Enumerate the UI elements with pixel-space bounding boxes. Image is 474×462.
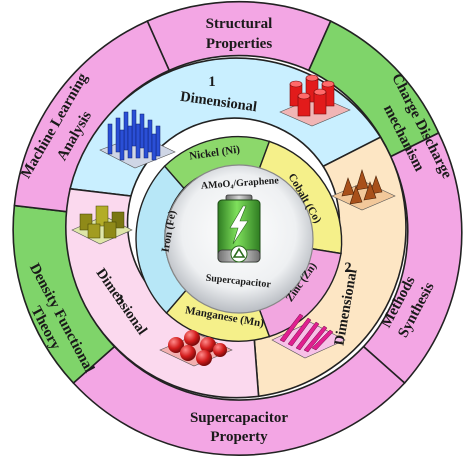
outer-ring xyxy=(12,0,463,457)
label-1d-number: 1 xyxy=(208,74,215,90)
nanowire-array-icon xyxy=(99,109,176,169)
nanosheet-array-icon xyxy=(271,313,346,359)
nanocube-array-icon xyxy=(71,205,133,245)
label-property: Property xyxy=(210,429,268,445)
label-structural: Structural xyxy=(206,16,273,32)
nanoprism-array-icon xyxy=(331,169,396,211)
recycle-icon xyxy=(230,245,248,263)
nanotube-array-icon xyxy=(279,74,351,127)
label-supercapacitor-property: Supercapacitor xyxy=(190,410,288,426)
label-properties: Properties xyxy=(206,36,273,52)
nanosphere-array-icon xyxy=(159,330,233,367)
label-3d-number: 3 xyxy=(116,292,123,308)
core xyxy=(164,164,314,314)
label-formula: AMoO₄/Graphene xyxy=(201,175,280,191)
lightning-icon xyxy=(229,205,249,245)
label-2d-number: 2 xyxy=(344,260,351,276)
